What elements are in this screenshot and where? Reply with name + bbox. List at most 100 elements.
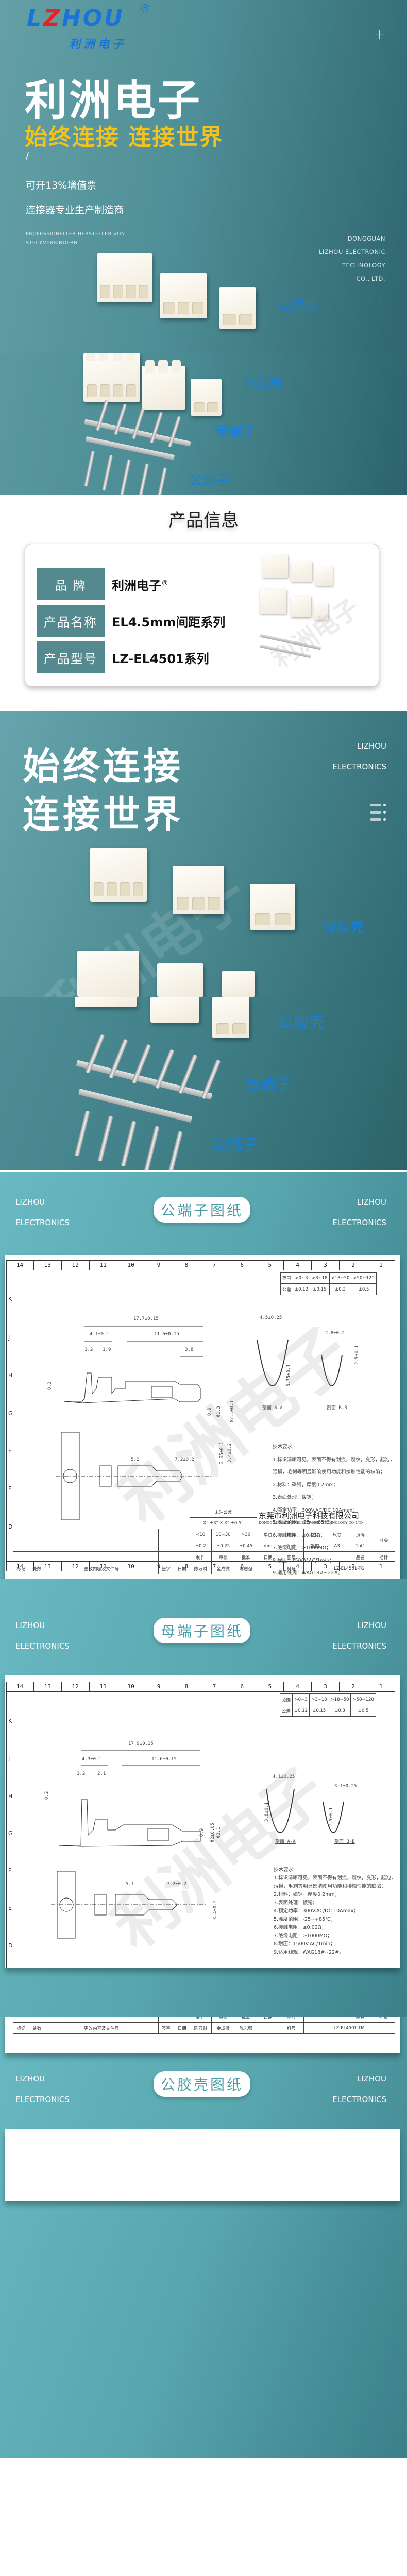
label-female-housing: 母胶壳 [324,920,364,936]
section-label: 剖面 A-A [275,1839,296,1844]
brand-line: LIZHOU [357,741,386,751]
tech-line: 6.接触电阻：≤0.02Ω； [274,1925,327,1930]
label-male-terminal: 公端子 [190,473,230,489]
brand-line: LIZHOU [15,2074,45,2083]
info-row-product-name: 产品名称 EL4.5mm间距系列 [37,605,225,637]
tech-title: 技术要求: [273,1444,294,1450]
row-letter: E [8,1485,12,1492]
vat-invoice-text: 可开13%增值票 [26,180,97,191]
terminal-side-view [63,1326,203,1403]
row-letter: F [8,1448,12,1454]
tech-line: 2.材料：磷铜，厚度0.2mm； [274,1892,340,1897]
plus-icon: + [376,294,384,304]
hero-slash: / [26,150,29,161]
brand-text-right: LIZHOU ELECTRONICS [332,2069,386,2110]
tech-line: 9.适用线规：WAG18#~22#。 [274,1950,344,1955]
row-letter: G [8,1410,13,1417]
registered-mark-icon: R [141,4,149,12]
drawing-frame [6,1682,395,1968]
company-name-cn: 东莞市利洲电子科技有限公司 [258,1511,359,1520]
row-letter: K [8,1296,12,1302]
section-label: 剖面 B-B [334,1839,355,1844]
label-male-housing: 公胶壳 [278,1014,325,1032]
dimension: 0.2 [47,1381,53,1391]
tech-line: 污损，毛刺等明显影响使用功能和接触性能的缺陷； [273,1469,385,1475]
tech-line: 污损，毛刺等明显影响使用功能和接触性能的缺陷； [274,1884,386,1889]
info-value: 利洲电子® [112,575,168,594]
slogan-line-2: 连接世界 [23,793,184,836]
dimension: 1.9 [103,1347,111,1352]
female-housing-3pin-image [173,866,224,914]
hero-banner: LZLZHOU R 利洲电子 + 利洲电子 始终连接 连接世界 / 可开13%增… [0,0,407,353]
male-housing-2pin-image [222,971,255,997]
male-housing-2pin-image [191,379,222,416]
product-info-card: 品 牌 利洲电子® 产品名称 EL4.5mm间距系列 产品型号 LZ-EL450… [25,544,379,687]
brand-line: ELECTRONICS [15,1641,70,1651]
brand-logo[interactable]: LZLZHOU R 利洲电子 [27,4,149,51]
brand-text-right: LIZHOU ELECTRONICS [332,1192,386,1233]
dimension: 0.2 [44,1791,50,1800]
label-male-terminal: 公端子 [211,1136,258,1154]
slogan-line-1: 始终连接 [23,744,184,788]
hero-title: 利洲电子 [25,76,202,125]
female-housing-3pin-image [160,273,207,318]
tech-line: 8.耐压：1500V.AC/1min； [274,1941,335,1947]
male-terminal-pin [167,1131,183,1170]
brand-line: LIZHOU [357,2074,386,2083]
dimension: 4.5±0.25 [260,1315,282,1320]
drawing-title-badge: 母端子图纸 [154,1618,250,1643]
info-row-brand: 品 牌 利洲电子® [37,568,168,600]
row-letter: D [8,1942,13,1949]
label-female-terminal: 母端子 [245,1076,291,1094]
male-housing-3pin-image [150,997,199,1023]
registered-mark: ® [161,579,168,587]
male-terminal-pin [138,463,149,495]
info-key: 产品名称 [37,605,105,637]
dimension: 1.2 [84,1347,93,1352]
dimension: 5.1 [126,1882,134,1887]
manufacturer-text: 连接器专业生产制造商 [26,205,124,216]
dimension: 7.2±0.2 [175,1457,194,1462]
tech-line: 3.表面处理：镀锡； [273,1495,317,1500]
male-terminal-pin [83,451,95,487]
tech-line: 3.表面处理：镀锡； [274,1900,318,1906]
info-row-model: 产品型号 LZ-EL4501系列 [37,641,209,673]
dimension: 2.1 [97,1771,106,1776]
brand-line: LIZHOU [357,1197,386,1207]
dimension: 2.5±0.1 [354,1345,360,1365]
plus-icon: + [373,26,385,43]
male-terminal-pin [156,467,167,495]
menu-list-icon[interactable] [370,804,386,825]
info-key: 产品型号 [37,641,105,673]
dimension: 1.2 [77,1771,86,1776]
terminal-side-view [58,1750,201,1847]
female-housing-4pin-image [90,848,147,902]
brand-text-right: LIZHOU ELECTRONICS [332,736,386,777]
row-letter: J [8,1334,10,1341]
company-line: LIZHOU ELECTRONIC [318,248,385,256]
drawing-title-badge: 公胶壳图纸 [154,2071,250,2097]
female-housing-2pin-image [219,287,256,329]
slogan-section: 始终连接 连接世界 LIZHOU ELECTRONICS 利洲电子 母胶壳 [0,711,407,997]
dimension: 7.2±0.2 [167,1882,186,1887]
female-terminal-drawing-section: LIZHOU ELECTRONICS 母端子图纸 LIZHOU ELECTRON… [0,1579,407,2017]
brand-text-left: LIZHOU ELECTRONICS [15,1192,70,1233]
dimension: 2.8±0.2 [325,1331,345,1336]
info-value: LZ-EL4501系列 [112,651,209,666]
row-letter: K [8,1718,12,1724]
dimension: 17.9±0.15 [128,1741,154,1747]
tagline-line-1: PROFESSIONELLER HERSTELLER VON [26,231,125,237]
male-terminal-pin [101,455,113,491]
dimension: 17.7±0.15 [133,1316,159,1321]
male-housing-4pin-image [75,997,137,1007]
dimension: 4.1±0.25 [273,1774,295,1780]
company-line: CO., LTD. [356,275,385,282]
tech-line: 4.额定功率：300V.AC/DC 10Amax； [274,1908,359,1914]
male-terminal-pin [120,459,131,495]
